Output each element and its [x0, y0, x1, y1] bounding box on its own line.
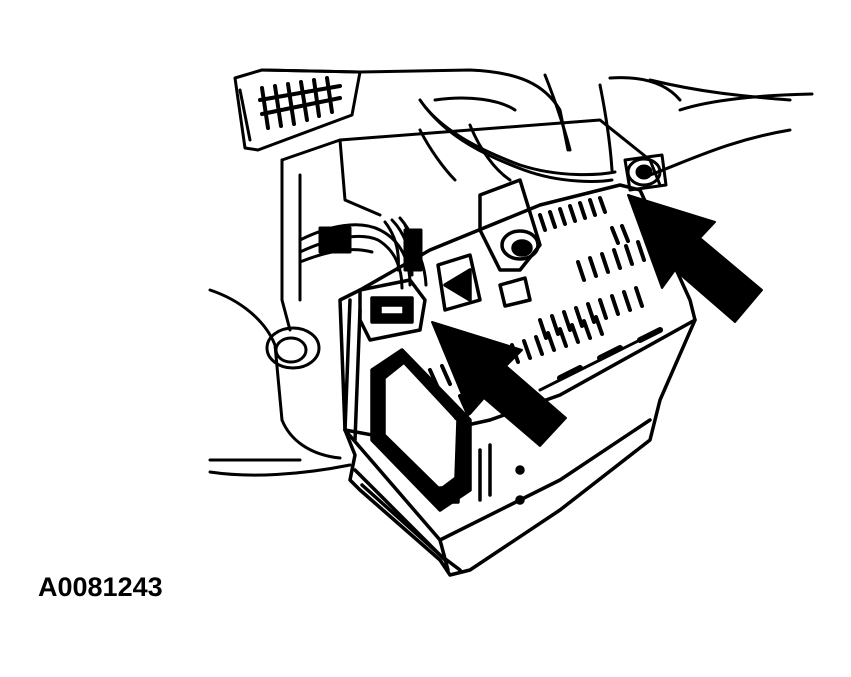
callout-arrow-center — [431, 321, 567, 447]
module-vents-row4 — [510, 315, 604, 364]
callout-arrow-upper-right — [627, 194, 763, 323]
radio-module — [338, 178, 697, 577]
figure-id-label: A0081243 — [38, 572, 163, 602]
vent-grille — [258, 76, 342, 130]
module-vents-row3 — [538, 286, 644, 340]
dashboard-outline — [208, 68, 814, 477]
module-vents — [538, 196, 630, 245]
